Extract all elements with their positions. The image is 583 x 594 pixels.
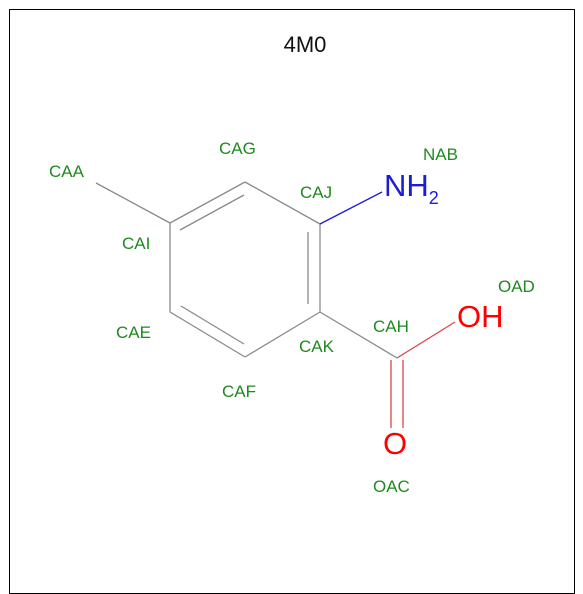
bond-caf-cae xyxy=(169,311,246,358)
bond-caj-nab xyxy=(319,191,383,225)
bond-cag-caj xyxy=(244,181,321,225)
bond-cai-cag-inner xyxy=(179,194,245,231)
nitrogen-letter: N xyxy=(384,168,406,203)
bond-cak-caf xyxy=(244,311,321,358)
atom-label-cae: CAE xyxy=(116,323,151,342)
atom-label-cag: CAG xyxy=(219,139,256,158)
bond-caf-cae-inner xyxy=(180,305,245,345)
atom-label-oac: OAC xyxy=(373,477,410,496)
diagram-frame xyxy=(9,9,575,594)
nitrogen-subscript: 2 xyxy=(429,188,439,208)
bond-cah-oad xyxy=(396,321,456,359)
nitrogen-symbol: NH2 xyxy=(384,168,439,208)
molecule-title: 4M0 xyxy=(284,32,327,57)
bonds xyxy=(95,181,456,428)
atom-label-cah: CAH xyxy=(373,317,409,336)
carbonyl-oxygen-symbol: O xyxy=(383,426,407,461)
atom-label-caa: CAA xyxy=(49,162,85,181)
atom-label-cak: CAK xyxy=(299,337,335,356)
atom-label-cai: CAI xyxy=(122,234,150,253)
atom-label-oad: OAD xyxy=(498,277,535,296)
bond-caa-cai xyxy=(95,182,171,224)
atom-labels: CAA CAG NAB CAJ CAI OAD CAE CAH CAK CAF … xyxy=(49,139,535,496)
hydroxyl-symbol: OH xyxy=(457,299,504,334)
bond-cai-cag xyxy=(169,181,246,224)
atom-label-caj: CAJ xyxy=(300,183,332,202)
atom-label-caf: CAF xyxy=(222,382,256,401)
atom-label-nab: NAB xyxy=(423,145,458,164)
bond-cak-cah xyxy=(319,311,398,359)
nitrogen-hydrogen: H xyxy=(406,168,428,203)
heteroatom-symbols: NH2 OH O xyxy=(383,168,504,461)
